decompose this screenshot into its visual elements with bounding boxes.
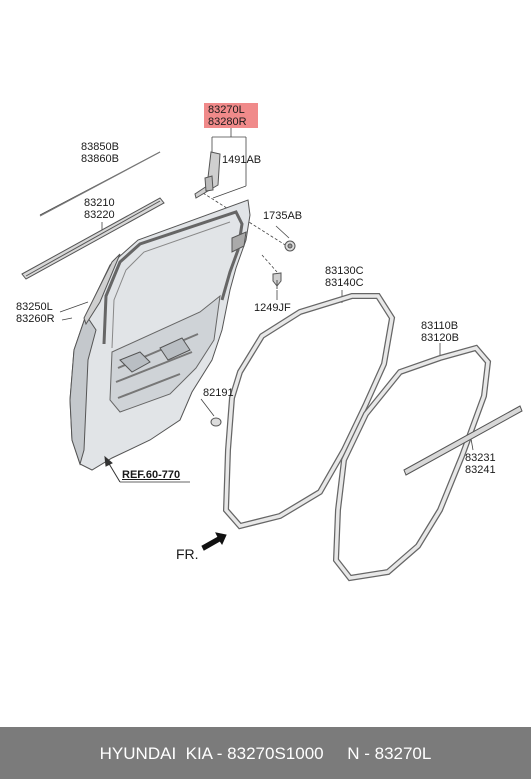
callout-83130-a: 83130C <box>325 265 364 277</box>
sash-trim-83250 <box>83 253 121 326</box>
footer-bar: HYUNDAI KIA - 83270S1000 N - 83270L <box>0 727 531 779</box>
callout-83850-a: 83850B <box>81 141 119 153</box>
ref-label: REF.60-770 <box>122 469 181 481</box>
weatherstrip-83130c <box>222 293 396 530</box>
delta-cover-83270 <box>194 151 221 199</box>
highlight-box <box>204 103 258 128</box>
ref-arrow <box>104 455 190 483</box>
front-arrow-icon <box>201 532 227 551</box>
lower-strip-83231 <box>403 405 523 476</box>
callout-83110-a: 83110B <box>421 320 459 332</box>
callout-83110-b: 83120B <box>421 332 459 344</box>
callout-83250-l: 83250L <box>16 301 53 313</box>
callout-1735ab: 1735AB <box>263 210 303 222</box>
callout-1249jf: 1249JF <box>254 302 291 314</box>
callout-83241: 83241 <box>465 464 496 476</box>
callout-1491ab: 1491AB <box>222 154 262 166</box>
callout-83210-b: 83220 <box>84 209 115 221</box>
callout-82191: 82191 <box>203 387 234 399</box>
callout-83231: 83231 <box>465 452 496 464</box>
screw-1249jf <box>272 272 282 289</box>
callout-83210-a: 83210 <box>84 197 115 209</box>
exploded-door-diagram <box>21 128 523 582</box>
callout-83250-r: 83260R <box>16 313 55 325</box>
callout-83850-b: 83860B <box>81 153 119 165</box>
door-panel <box>69 199 251 471</box>
belt-molding-83210 <box>21 197 165 280</box>
weatherstrip-83110b <box>332 344 492 582</box>
front-label: FR. <box>176 546 199 562</box>
plug-82191 <box>210 417 222 427</box>
callout-83270-l: 83270L <box>208 104 245 116</box>
callout-83130-b: 83140C <box>325 277 364 289</box>
strip-83850b <box>39 151 161 217</box>
part-number-text: HYUNDAI KIA - 83270S1000 N - 83270L <box>99 744 432 763</box>
callout-83270-r: 83280R <box>208 116 247 128</box>
clip-1735ab <box>284 240 296 252</box>
